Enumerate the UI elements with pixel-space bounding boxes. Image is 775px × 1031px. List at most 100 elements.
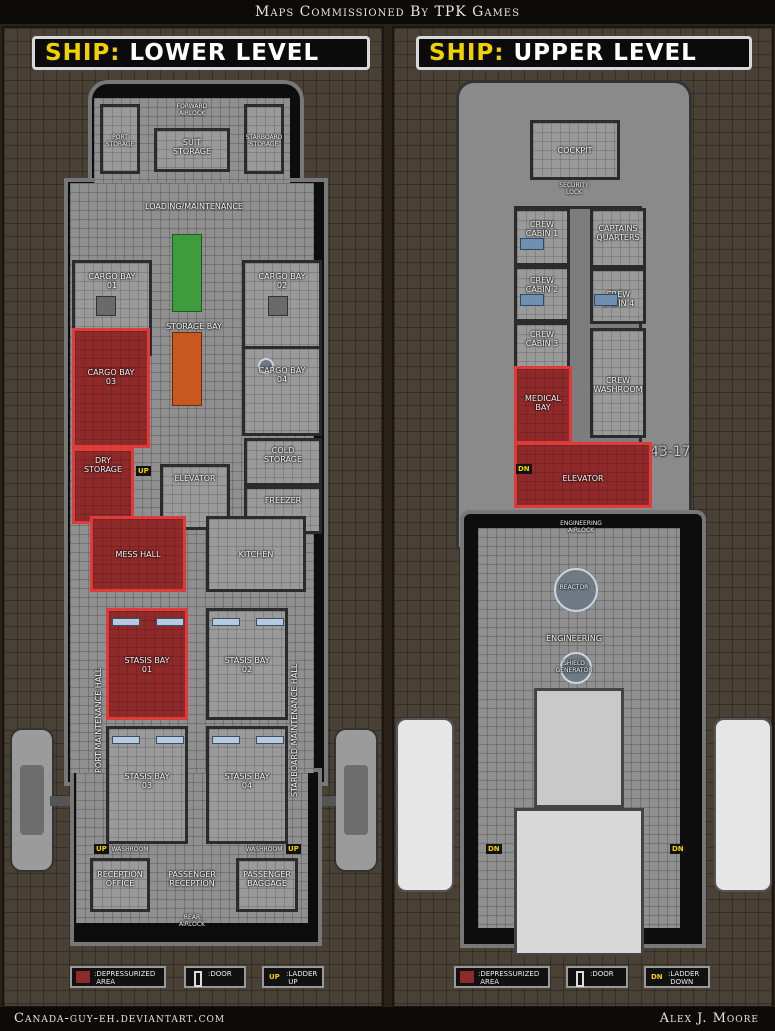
legend-ladder: DN :LADDER DOWN	[644, 966, 710, 988]
crew-washroom	[590, 328, 646, 438]
green-container	[172, 234, 202, 312]
stasis-bay-01-label: STASIS BAY 01	[124, 656, 170, 674]
legend-door-text: :DOOR	[590, 970, 614, 978]
legend-door: :DOOR	[566, 966, 628, 988]
suit-storage-room	[154, 128, 230, 172]
ladder-up-marker: UP	[136, 466, 151, 476]
stasis-pod	[156, 618, 184, 626]
engineering-airlock-label: ENGINEERING AIRLOCK	[560, 520, 602, 534]
kitchen-label: KITCHEN	[238, 550, 274, 559]
storage-bay-label: STORAGE BAY	[166, 322, 222, 331]
shield-generator-label: SHIELD GENERATOR	[555, 660, 593, 674]
reactor-label: REACTOR	[559, 584, 589, 591]
stasis-pod	[212, 618, 240, 626]
footer-banner: Canada-guy-eh.deviantart.com Alex J. Moo…	[0, 1007, 775, 1031]
stasis-pod	[112, 736, 140, 744]
crew-washroom-label: CREW WASHROOM	[593, 376, 643, 394]
port-engine-strut	[50, 796, 72, 806]
stasis-bay-04	[206, 726, 288, 844]
passenger-baggage	[236, 858, 298, 912]
captains-quarters	[590, 208, 646, 268]
cargo-barrel	[258, 358, 274, 374]
main-thruster	[514, 808, 644, 956]
upper-level-title: SHIP: UPPER LEVEL	[416, 36, 752, 70]
depressurized-swatch	[460, 971, 474, 983]
mess-hall	[90, 516, 186, 592]
elevator-label: ELEVATOR	[174, 474, 216, 483]
starboard-engine	[334, 728, 378, 872]
lower-level-map: SHIP: LOWER LEVEL FORWARD AIRLOCK PORT S…	[2, 26, 384, 1008]
captains-quarters-label: CAPTAINS QUARTERS	[596, 224, 640, 242]
stasis-bay-01	[106, 608, 188, 720]
medical-bay	[514, 366, 572, 444]
legend-depressurized-text: :DEPRESSURIZED AREA	[94, 970, 156, 986]
legend-door-text: :DOOR	[208, 970, 232, 978]
shield-generator-unit	[560, 652, 592, 684]
cargo-bay-03	[72, 328, 150, 448]
stasis-pod	[156, 736, 184, 744]
stasis-bay-03	[106, 726, 188, 844]
starboard-storage-label: STARBOARD STORAGE	[245, 134, 283, 148]
reactor-core	[554, 568, 598, 612]
stasis-pod	[112, 618, 140, 626]
ladder-down-marker: DN	[486, 844, 502, 854]
washroom-right-label: WASHROOM	[245, 846, 283, 853]
bunk	[520, 238, 544, 250]
main-engine-block	[534, 688, 624, 808]
ladder-icon: DN	[649, 972, 665, 982]
footer-left-credit: Canada-guy-eh.deviantart.com	[14, 1011, 226, 1026]
passenger-reception-label: PASSENGER RECEPTION	[168, 870, 216, 888]
ladder-up-marker: UP	[286, 844, 301, 854]
cockpit-label: COCKPIT	[557, 146, 593, 155]
port-engine	[396, 718, 454, 892]
depressurized-swatch	[76, 971, 90, 983]
cargo-crate	[96, 296, 116, 316]
starboard-storage-room	[244, 104, 284, 174]
cargo-crate	[268, 296, 288, 316]
passenger-baggage-label: PASSENGER BAGGAGE	[243, 870, 291, 888]
cargo-bay-03-label: CARGO BAY 03	[87, 368, 135, 386]
legend-ladder-text: :LADDER UP	[286, 970, 318, 986]
legend-depressurized: :DEPRESSURIZED AREA	[454, 966, 550, 988]
port-storage-room	[100, 104, 140, 174]
upper-level-map: SHIP: UPPER LEVEL 43-17 COCKPIT SECURITY…	[392, 26, 774, 1008]
ladder-up-marker: UP	[94, 844, 109, 854]
crew-cabin-1-label: CREW CABIN 1	[525, 220, 559, 238]
title-ship-label: SHIP:	[429, 40, 505, 66]
cargo-bay-02	[242, 260, 322, 356]
stasis-bay-02	[206, 608, 288, 720]
stasis-pod	[256, 736, 284, 744]
kitchen	[206, 516, 306, 592]
legend-depressurized-text: :DEPRESSURIZED AREA	[478, 970, 540, 986]
dry-storage-label: DRY STORAGE	[83, 456, 123, 474]
stasis-pod	[212, 736, 240, 744]
title-ship-label: SHIP:	[45, 40, 121, 66]
legend-ladder-text: :LADDER DOWN	[668, 970, 700, 986]
header-banner: Maps Commissioned By TPK Games	[0, 0, 775, 24]
stasis-bay-03-label: STASIS BAY 03	[124, 772, 170, 790]
cargo-bay-04-label: CARGO BAY 04	[258, 366, 306, 384]
medical-bay-label: MEDICAL BAY	[525, 394, 561, 412]
cargo-bay-02-label: CARGO BAY 02	[258, 272, 306, 290]
cargo-bay-01-label: CARGO BAY 01	[88, 272, 136, 290]
title-level-label: LOWER LEVEL	[129, 40, 320, 66]
port-engine	[10, 728, 54, 872]
title-level-label: UPPER LEVEL	[513, 40, 697, 66]
stasis-bay-02-label: STASIS BAY 02	[224, 656, 270, 674]
reception-office-label: RECEPTION OFFICE	[97, 870, 143, 888]
ladder-down-marker: DN	[670, 844, 686, 854]
door-icon	[194, 971, 202, 987]
orange-container	[172, 332, 202, 406]
bunk	[520, 294, 544, 306]
starboard-engine	[714, 718, 772, 892]
elevator-room	[514, 442, 652, 508]
legend-depressurized: :DEPRESSURIZED AREA	[70, 966, 166, 988]
stasis-pod	[256, 618, 284, 626]
mess-hall-label: MESS HALL	[115, 550, 161, 559]
stasis-bay-04-label: STASIS BAY 04	[224, 772, 270, 790]
hull-code-label: 43-17	[650, 444, 691, 460]
bunk	[594, 294, 618, 306]
starboard-engine-strut	[314, 796, 336, 806]
lower-level-title: SHIP: LOWER LEVEL	[32, 36, 370, 70]
legend-door: :DOOR	[184, 966, 246, 988]
